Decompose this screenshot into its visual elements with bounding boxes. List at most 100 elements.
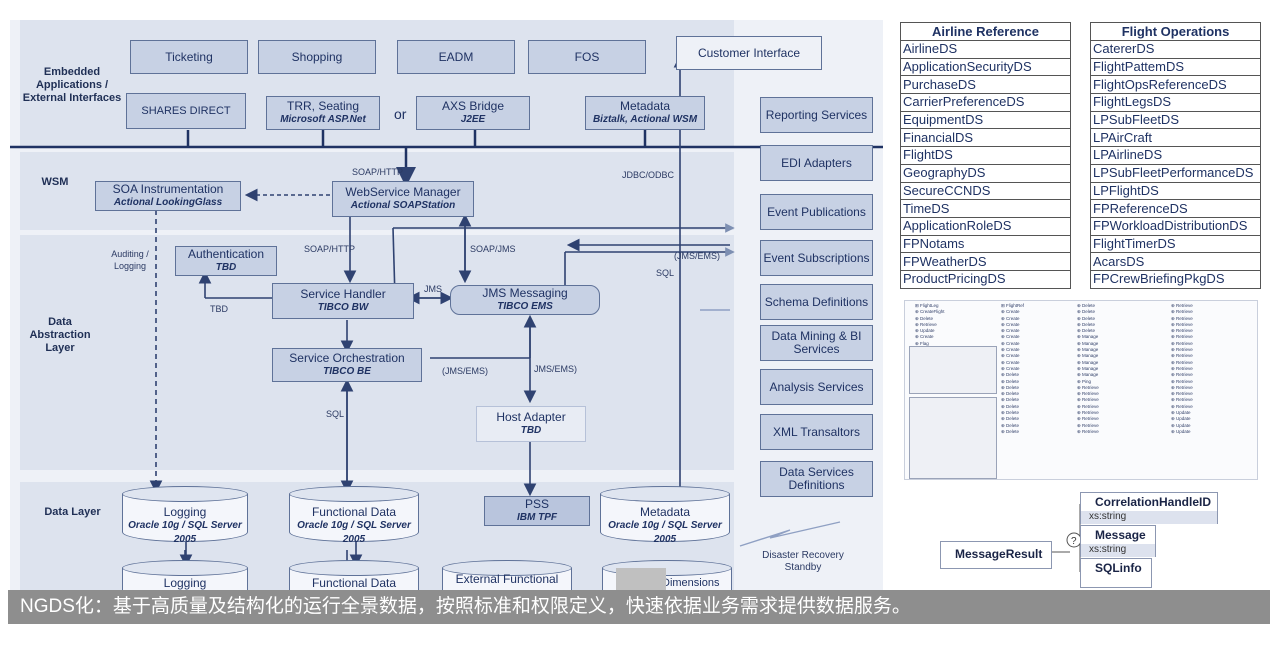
logging-standby-db-label: Logging	[163, 576, 207, 590]
logging-db-tech: Oracle 10g / SQL Server 2005	[128, 520, 242, 545]
metadata-db-body	[600, 494, 730, 542]
customer-interface-app: Customer Interface	[676, 36, 822, 70]
airline-reference-item: FinancialDS	[900, 128, 1071, 148]
wsm-layer-label: WSM	[41, 176, 69, 188]
metadata-top-tech: Biztalk, Actional WSM	[592, 114, 698, 125]
flight-operations-row: FlightPattemDS	[1090, 57, 1261, 77]
logging-db-body	[122, 494, 248, 542]
tbd-label: TBD	[210, 304, 228, 314]
ticketing-label: Ticketing	[165, 49, 213, 64]
schema-col-2: ⊞ FlightRef⊕ Create⊕ Create⊕ Create⊕ Cre…	[1001, 303, 1025, 434]
jms-ems-right-label: (JMS/EMS)	[674, 251, 720, 261]
airline-reference-row: PurchaseDS	[900, 75, 1071, 95]
auditing-logging-label: Auditing / Logging	[111, 249, 149, 271]
message-name: Message	[1095, 528, 1146, 542]
external-functional-db-label: External Functional	[455, 572, 559, 586]
airline-reference-row: ApplicationRoleDS	[900, 216, 1071, 236]
schema-popup-1	[909, 346, 997, 394]
edi-adapters-box: EDI Adapters	[760, 145, 873, 181]
flight-operations-item: FPWorkloadDistributionDS	[1090, 216, 1261, 236]
functional-data-db-label: Functional Data	[311, 505, 397, 519]
functional-data-db-top	[289, 486, 419, 502]
message-result-name: MessageResult	[955, 547, 1043, 561]
embedded-layer-label: Embedded Applications / External Interfa…	[22, 66, 122, 104]
airline-reference-item: SecureCCNDS	[900, 181, 1071, 201]
host-adapter-label: Host Adapter	[496, 410, 566, 424]
airline-reference-row: SecureCCNDS	[900, 181, 1071, 201]
fos-app: FOS	[528, 40, 646, 74]
flight-operations-row: FlightTimerDS	[1090, 234, 1261, 254]
flight-operations-item: CatererDS	[1090, 40, 1261, 59]
metadata-db-top	[600, 486, 730, 502]
flight-operations-item: LPAirCraft	[1090, 128, 1261, 148]
airline-reference-row: FinancialDS	[900, 128, 1071, 148]
flight-operations-item: LPAirlineDS	[1090, 146, 1261, 165]
disaster-recovery-label: Disaster Recovery Standby	[762, 550, 844, 573]
jms-label: JMS	[424, 284, 442, 294]
flight-operations-row: LPAirlineDS	[1090, 146, 1261, 165]
soap-http-label: SOAP/HTTP	[304, 244, 356, 254]
airline-reference-row: FPNotams	[900, 234, 1071, 254]
axs-bridge-tech: J2EE	[460, 114, 486, 125]
correlation-handle-node: CorrelationHandleID xs:string	[1080, 492, 1218, 524]
authentication-label: Authentication	[187, 247, 265, 261]
functional-data-db-body	[289, 494, 419, 542]
message-type: xs:string	[1081, 544, 1155, 557]
airline-reference-item: CarrierPreferenceDS	[900, 93, 1071, 112]
service-handler-tech: TIBCO BW	[317, 302, 369, 313]
airline-reference-item: TimeDS	[900, 199, 1071, 218]
flight-operations-row: FPCrewBriefingPkgDS	[1090, 269, 1261, 289]
svg-text:?: ?	[1071, 536, 1077, 547]
airline-reference-item: AirlineDS	[900, 40, 1071, 59]
jms-ems-mid-label: (JMS/EMS)	[442, 366, 488, 376]
soap-jms-label: SOAP/JMS	[470, 244, 516, 254]
functional-data-db-tech: Oracle 10g / SQL Server 2005	[297, 520, 411, 545]
schema-definitions-box: Schema Definitions	[760, 284, 873, 320]
flight-operations-row: FlightOpsReferenceDS	[1090, 75, 1261, 95]
logging-db-label: Logging	[163, 505, 207, 519]
functional-data-standby-db-label: Functional Data	[311, 576, 397, 590]
flight-operations-row: AcarsDS	[1090, 252, 1261, 271]
schema-col-3: ⊕ Delete⊕ Delete⊕ Delete⊕ Delete⊕ Delete…	[1077, 303, 1099, 434]
event-subscriptions-box: Event Subscriptions	[760, 240, 873, 276]
airline-reference-item: FPNotams	[900, 234, 1071, 254]
sqlinfo-name: SQLinfo	[1095, 561, 1142, 575]
sql-left-label: SQL	[326, 409, 345, 419]
sql-right-label: SQL	[656, 268, 675, 278]
flight-operations-row: LPAirCraft	[1090, 128, 1261, 148]
correlation-handle-type: xs:string	[1081, 511, 1217, 524]
functional-data-standby-db-top	[289, 560, 419, 576]
shares-direct-label: SHARES DIRECT	[141, 104, 231, 117]
host-adapter-tech: TBD	[520, 425, 542, 436]
flight-operations-row: LPFlightDS	[1090, 181, 1261, 201]
flight-operations-item: FlightPattemDS	[1090, 57, 1261, 77]
airline-reference-row: FlightDS	[900, 146, 1071, 165]
jms-ems-host-label: JMS/EMS)	[534, 364, 578, 374]
data-abstraction-layer-label: Data Abstraction Layer	[29, 316, 91, 354]
flight-operations-item: LPSubFleetDS	[1090, 110, 1261, 130]
architecture-diagram: Embedded Applications / External Interfa…	[10, 20, 883, 600]
soa-instrumentation-tech: Actional LookingGlass	[113, 197, 223, 208]
external-functional-db-top	[442, 560, 572, 576]
flight-operations-item: FlightLegsDS	[1090, 93, 1261, 112]
reporting-services-box: Reporting Services	[760, 97, 873, 133]
schema-popup-2	[909, 397, 997, 479]
flight-operations-row: CatererDS	[1090, 40, 1261, 59]
jms-messaging-label: JMS Messaging	[482, 286, 568, 300]
trr-seating-label: TRR, Seating	[286, 99, 360, 113]
flight-operations-row: FPReferenceDS	[1090, 199, 1261, 218]
flight-operations-item: LPSubFleetPerformanceDS	[1090, 163, 1261, 183]
shopping-label: Shopping	[291, 49, 343, 64]
message-result-node: MessageResult	[940, 541, 1052, 569]
